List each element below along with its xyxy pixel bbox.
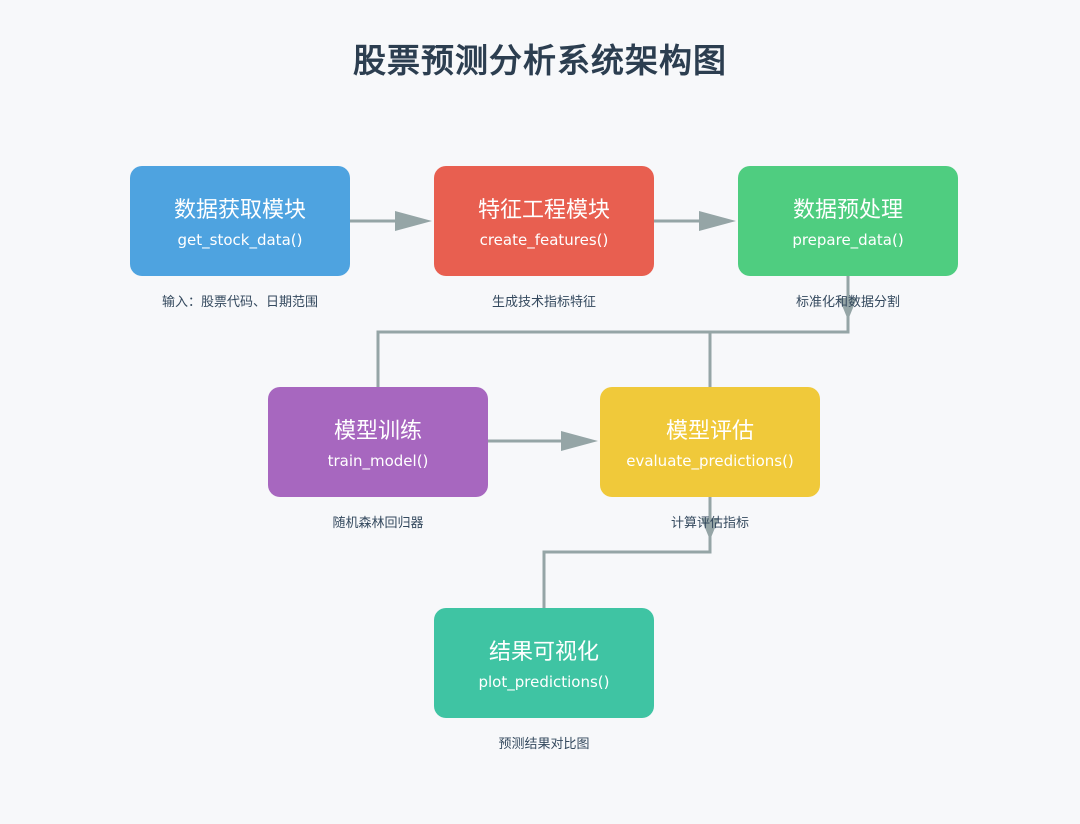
node-label: 结果可视化 [488, 640, 599, 665]
arrowhead-features-to-prepare [699, 211, 736, 231]
node-note: 输入：股票代码、日期范围 [161, 295, 318, 310]
node-function: train_model() [327, 452, 429, 470]
node-function: evaluate_predictions() [626, 452, 794, 470]
arrowhead-fetch-to-features [395, 211, 432, 231]
node-feature-engineering: 特征工程模块 create_features() [434, 166, 654, 276]
arrowhead-prepare [839, 298, 857, 320]
node-note: 随机森林回归器 [332, 516, 424, 531]
node-function: plot_predictions() [478, 673, 610, 691]
node-data-fetch: 数据获取模块 get_stock_data() [130, 166, 350, 276]
arrowhead-evaluate [701, 518, 719, 540]
node-result-visualization: 结果可视化 plot_predictions() [434, 608, 654, 718]
node-label: 模型训练 [333, 419, 422, 444]
node-label: 模型评估 [665, 419, 754, 444]
node-note: 计算评估指标 [670, 516, 749, 531]
node-function: prepare_data() [792, 231, 904, 249]
node-note: 标准化和数据分割 [795, 295, 900, 310]
node-label: 特征工程模块 [477, 198, 610, 223]
node-note: 预测结果对比图 [498, 737, 590, 752]
node-label: 数据预处理 [792, 198, 903, 223]
node-note: 生成技术指标特征 [491, 295, 596, 310]
node-model-training: 模型训练 train_model() [268, 387, 488, 497]
node-function: get_stock_data() [177, 231, 303, 249]
diagram-title: 股票预测分析系统架构图 [353, 41, 727, 80]
arrowhead-train-to-evaluate [561, 431, 598, 451]
node-model-evaluation: 模型评估 evaluate_predictions() [600, 387, 820, 497]
node-function: create_features() [479, 231, 609, 249]
node-data-preprocessing: 数据预处理 prepare_data() [738, 166, 958, 276]
node-label: 数据获取模块 [173, 198, 306, 223]
